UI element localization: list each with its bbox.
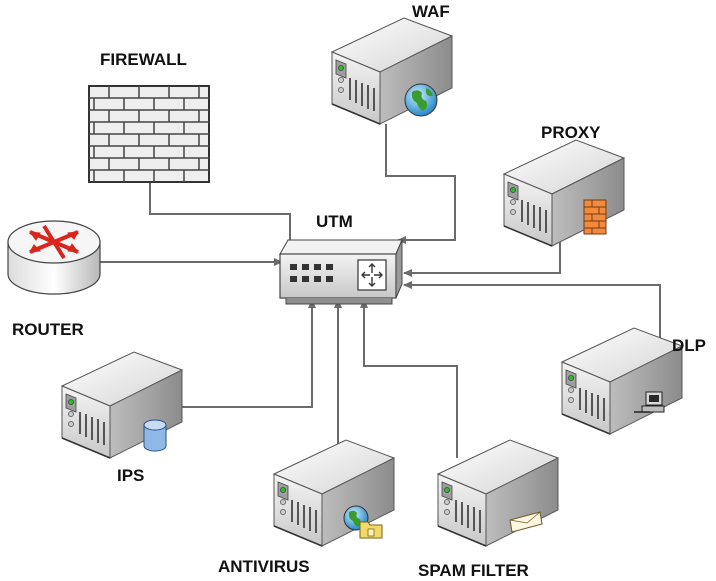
label-dlp: DLP	[672, 336, 706, 355]
label-waf: WAF	[412, 2, 450, 21]
connector-ips-utm	[182, 299, 316, 408]
brick-wall-icon	[583, 199, 607, 235]
connector-firewall-utm	[149, 183, 294, 253]
connector-dlp-utm	[403, 281, 661, 353]
envelope-icon	[509, 511, 543, 533]
label-utm: UTM	[316, 212, 353, 231]
label-router: ROUTER	[12, 320, 84, 339]
firewall-icon	[88, 85, 210, 183]
connector-proxy-utm	[403, 235, 561, 277]
database-icon	[143, 419, 167, 452]
router-icon	[7, 220, 101, 295]
label-spam-filter: SPAM FILTER	[418, 561, 529, 580]
label-proxy: PROXY	[541, 123, 601, 142]
folder-icon	[359, 521, 383, 539]
label-firewall: FIREWALL	[100, 50, 187, 69]
dlp-server-icon	[561, 327, 683, 435]
label-ips: IPS	[117, 466, 145, 485]
connector-spam-utm	[360, 299, 458, 458]
utm-appliance-icon	[279, 239, 403, 305]
connectors	[100, 124, 661, 458]
label-antivirus: ANTIVIRUS	[218, 557, 310, 576]
globe-icon	[404, 83, 438, 117]
computer-icon	[634, 391, 665, 413]
connector-waf-utm	[385, 124, 456, 244]
